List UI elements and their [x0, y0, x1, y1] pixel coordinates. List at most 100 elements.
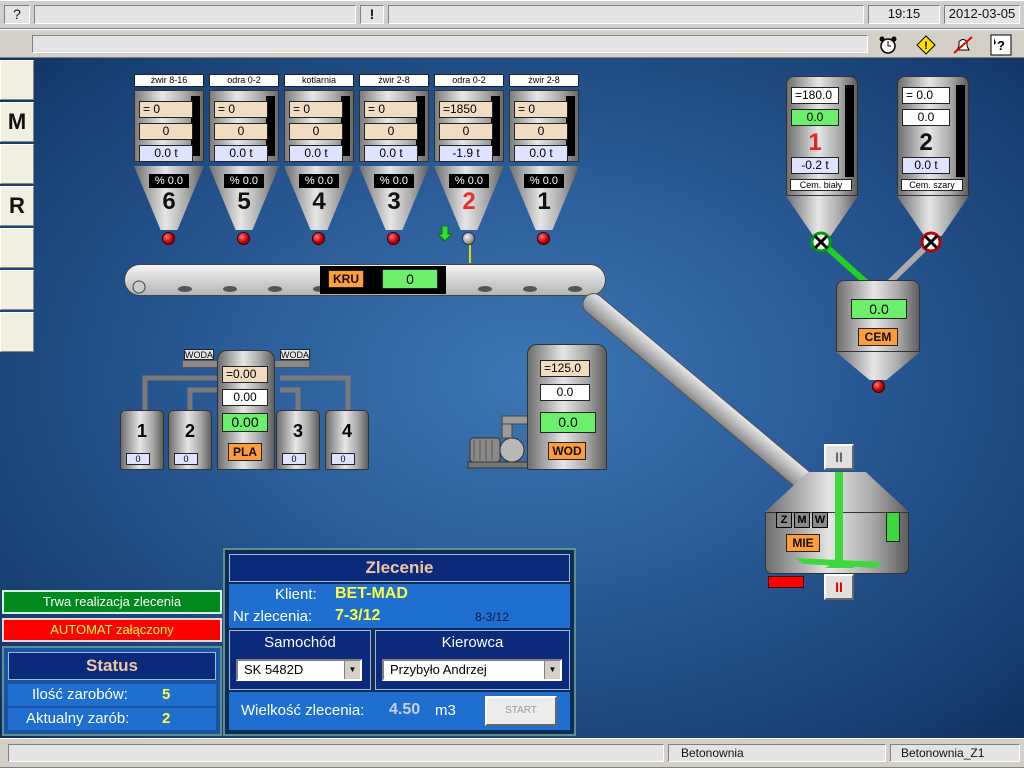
driver-select[interactable]: Przybyło Andrzej ▼ [382, 659, 562, 681]
hopper-label: odra 0-2 [209, 74, 279, 87]
silo-weight: -0.2 t [791, 157, 839, 174]
cement-scale-cone [836, 352, 920, 380]
clock: 19:15 [868, 5, 940, 24]
water-setpoint: =125.0 [540, 360, 590, 377]
mixer-alarm-indicator [768, 576, 804, 588]
side-button-r[interactable]: R [0, 186, 34, 226]
hopper-valve[interactable] [387, 232, 400, 245]
info-field [32, 35, 868, 53]
current-batch-label: Aktualny zarób: [26, 710, 130, 727]
silo-number: 1 [808, 129, 822, 156]
message-field-left [34, 5, 356, 24]
hopper-number: 4 [312, 188, 326, 215]
client-label: Klient: [275, 586, 317, 603]
order-info: Klient: BET-MAD Nr zlecenia: 7-3/12 8-3/… [229, 584, 570, 628]
alarm-clock-icon[interactable] [878, 35, 898, 55]
hopper-valve[interactable] [162, 232, 175, 245]
current-batch-row: Aktualny zarób: 2 [8, 708, 216, 730]
status-title: Status [8, 652, 216, 680]
plasticizer-tank-value: 0 [282, 453, 306, 465]
side-button-5[interactable] [0, 228, 34, 268]
water-label[interactable]: WOD [548, 442, 586, 460]
plasticizer-label[interactable]: PLA [228, 443, 262, 461]
order-size-unit: m3 [435, 702, 456, 719]
vehicle-group: Samochód SK 5482D▼ [229, 630, 371, 690]
hopper-actual: 0 [139, 123, 193, 140]
svg-text:?: ? [997, 38, 1005, 53]
batch-count-value: 5 [162, 686, 171, 703]
screw-feeder-2-icon[interactable] [920, 231, 942, 253]
side-button-1[interactable] [0, 60, 34, 100]
screw-feeder-1-icon[interactable] [810, 231, 832, 253]
automat-indicator: AUTOMAT załączony [2, 618, 222, 642]
cement-valve[interactable] [872, 380, 885, 393]
batch-count-label: Ilość zarobów: [32, 686, 128, 703]
plasticizer-tank-value: 0 [174, 453, 198, 465]
start-button[interactable]: START [485, 696, 557, 726]
driver-value: Przybyło Andrzej [390, 662, 487, 677]
water-label-left: WODA [184, 349, 214, 360]
batch-count-row: Ilość zarobów: 5 [8, 684, 216, 706]
plasticizer-pipes [142, 375, 351, 418]
mixer-discharge-pause-button[interactable]: II [824, 574, 854, 600]
message-field-right [388, 5, 864, 24]
hopper-level-bar [341, 96, 350, 156]
hopper-label: kotlarnia [284, 74, 354, 87]
hopper-actual: 0 [514, 123, 568, 140]
water-label-right: WODA [280, 349, 310, 360]
mixer-mode-z-button[interactable]: Z [776, 512, 792, 528]
hopper-setpoint: = 0 [139, 101, 193, 118]
mixer-inlet-pause-button[interactable]: II [824, 444, 854, 470]
hopper-weight: 0.0 t [514, 145, 568, 162]
side-button-m[interactable]: M [0, 102, 34, 142]
vehicle-label: Samochód [264, 634, 336, 651]
mixer-mode-w-button[interactable]: W [812, 512, 828, 528]
silo-setpoint: =180.0 [791, 87, 839, 104]
order-number-next: 8-3/12 [475, 610, 510, 624]
hopper-label: żwir 2-8 [359, 74, 429, 87]
context-help-icon[interactable]: ? [990, 34, 1012, 56]
hopper-setpoint: = 0 [214, 101, 268, 118]
hopper-setpoint: = 0 [514, 101, 568, 118]
station-name: Betonownia_Z1 [890, 744, 1020, 762]
hopper-valve[interactable] [237, 232, 250, 245]
hopper-number: 1 [537, 188, 551, 215]
silo-actual: 0.0 [791, 109, 839, 126]
hopper-level-bar [266, 96, 275, 156]
alert-indicator[interactable]: ! [360, 5, 384, 24]
side-button-7[interactable] [0, 312, 34, 352]
driver-dropdown-icon[interactable]: ▼ [544, 661, 560, 679]
vehicle-dropdown-icon[interactable]: ▼ [344, 661, 360, 679]
plasticizer-tank-number: 4 [341, 421, 352, 441]
mixer-level-indicator [886, 512, 900, 542]
hopper-weight: 0.0 t [289, 145, 343, 162]
conveyor-label[interactable]: KRU [328, 270, 364, 288]
inclined-conveyor [577, 288, 822, 499]
mixer-mode-m-button[interactable]: M [794, 512, 810, 528]
cement-scale-label[interactable]: CEM [858, 328, 898, 346]
mixer-label[interactable]: MIE [786, 534, 820, 552]
side-button-3[interactable] [0, 144, 34, 184]
vehicle-select[interactable]: SK 5482D▼ [236, 659, 362, 681]
hopper-percent: % 0.0 [299, 174, 339, 188]
hopper-percent: % 0.0 [374, 174, 414, 188]
warning-icon[interactable]: ! [916, 35, 936, 55]
hopper-valve[interactable] [312, 232, 325, 245]
hopper-setpoint: =1850 [439, 101, 493, 118]
silo-number: 2 [919, 129, 933, 156]
hopper-number: 3 [387, 188, 401, 215]
hopper-actual: 0 [289, 123, 343, 140]
help-indicator[interactable]: ? [4, 5, 30, 24]
hopper-valve[interactable] [462, 232, 475, 245]
driver-group: Kierowca Przybyło Andrzej▼ [375, 630, 570, 690]
hopper-valve[interactable] [537, 232, 550, 245]
bell-off-icon[interactable] [952, 35, 974, 55]
side-button-6[interactable] [0, 270, 34, 310]
silo-level-bar [845, 85, 854, 177]
hopper-actual: 0 [364, 123, 418, 140]
